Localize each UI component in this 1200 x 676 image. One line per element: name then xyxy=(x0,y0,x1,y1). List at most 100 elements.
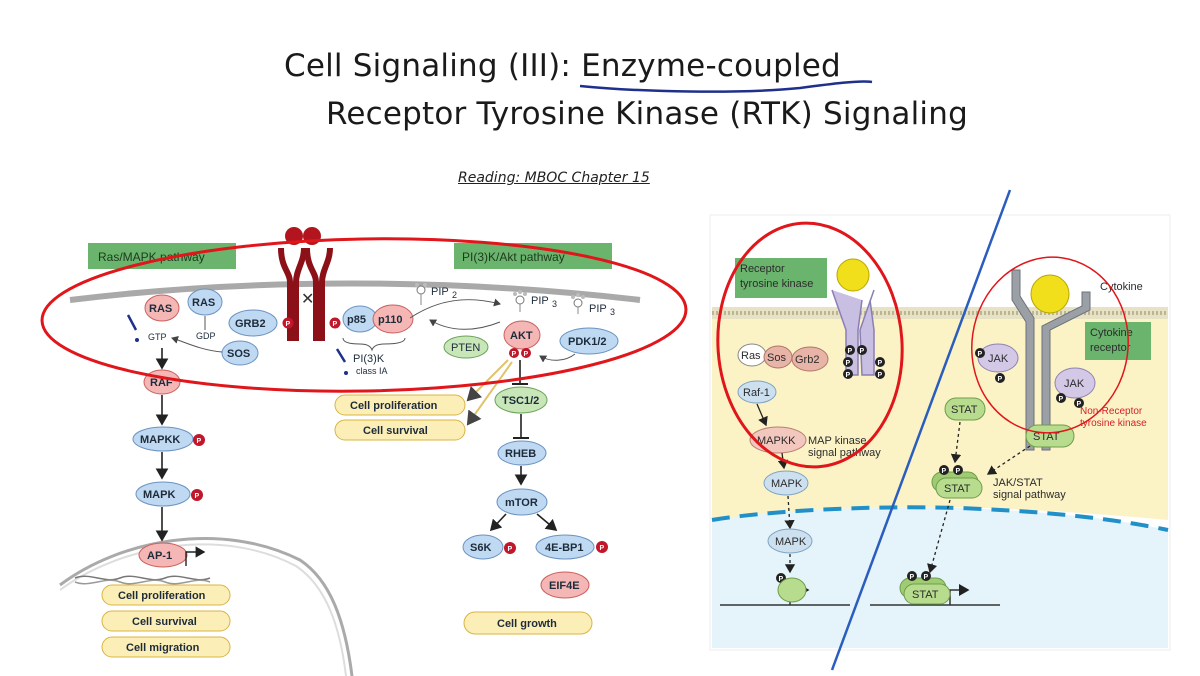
svg-text:Cell survival: Cell survival xyxy=(132,616,197,628)
grb2-node-right xyxy=(791,346,829,372)
svg-text:2: 2 xyxy=(452,290,457,300)
left-pathway-diagram: Ras/MAPK pathway PI(3)K/Akt pathway ✕ P … xyxy=(40,227,688,676)
svg-text:P: P xyxy=(1077,401,1082,408)
svg-text:P: P xyxy=(1059,396,1064,403)
svg-text:tyrosine kinase: tyrosine kinase xyxy=(1080,418,1147,429)
svg-text:P: P xyxy=(956,468,961,475)
rheb-node xyxy=(497,440,547,466)
cytokine-receptor-label-box xyxy=(1085,322,1151,360)
svg-text:4E-BP1: 4E-BP1 xyxy=(545,542,584,554)
svg-text:Sos: Sos xyxy=(767,352,786,364)
ebp1-node xyxy=(535,534,595,560)
jak-left-node xyxy=(977,343,1019,373)
svg-text:PI(3)K: PI(3)K xyxy=(353,353,385,365)
svg-text:PIP: PIP xyxy=(531,295,549,307)
svg-text:P: P xyxy=(978,351,983,358)
svg-text:Cell proliferation: Cell proliferation xyxy=(350,400,438,412)
mapk-node-right xyxy=(763,470,809,496)
svg-text:Cell migration: Cell migration xyxy=(126,642,200,654)
svg-text:PDK1/2: PDK1/2 xyxy=(568,336,607,348)
svg-text:SOS: SOS xyxy=(227,348,250,360)
ras-mapk-pathway-label xyxy=(88,243,236,269)
svg-text:Raf-1: Raf-1 xyxy=(743,387,770,399)
svg-text:P: P xyxy=(197,438,202,445)
akt-outcome-proliferation xyxy=(334,394,466,416)
svg-text:P: P xyxy=(508,546,513,553)
svg-text:P: P xyxy=(942,468,947,475)
svg-text:signal pathway: signal pathway xyxy=(993,489,1066,501)
svg-text:P: P xyxy=(286,321,291,328)
svg-text:Non-Receptor: Non-Receptor xyxy=(1080,406,1143,417)
svg-text:Cytokine: Cytokine xyxy=(1100,281,1143,293)
svg-text:PIP: PIP xyxy=(431,286,449,298)
slide-title-line-2: Receptor Tyrosine Kinase (RTK) Signaling xyxy=(326,96,968,132)
akt-outcome-survival xyxy=(334,419,466,441)
svg-text:Cell proliferation: Cell proliferation xyxy=(118,590,206,602)
handwritten-underline xyxy=(579,80,873,93)
outcome-box-proliferation xyxy=(101,584,231,606)
right-pathway-diagram: Receptor tyrosine kinase P P P P P P Ras… xyxy=(709,189,1171,671)
mtor-outcome-growth xyxy=(463,611,593,635)
svg-text:P: P xyxy=(848,348,853,355)
svg-text:P: P xyxy=(195,493,200,500)
svg-text:STAT: STAT xyxy=(951,404,978,416)
svg-text:MAP kinase: MAP kinase xyxy=(808,435,867,447)
svg-text:Receptor: Receptor xyxy=(740,263,785,275)
ras-gdp-node xyxy=(187,288,223,316)
svg-text:RAS: RAS xyxy=(192,297,215,309)
svg-text:P: P xyxy=(512,351,517,358)
mapk-nuclear-node xyxy=(767,528,813,554)
stat-dimer-node xyxy=(935,477,983,499)
mtor-node xyxy=(496,488,548,516)
svg-text:P: P xyxy=(779,576,784,583)
svg-text:PTEN: PTEN xyxy=(451,342,480,354)
svg-text:3: 3 xyxy=(552,299,557,309)
svg-text:Cytokine: Cytokine xyxy=(1090,327,1133,339)
pten-node xyxy=(443,335,489,359)
svg-text:P: P xyxy=(998,376,1003,383)
svg-text:MAPKK: MAPKK xyxy=(757,435,796,447)
stat-node-1 xyxy=(944,397,986,421)
svg-text:Cell survival: Cell survival xyxy=(363,425,428,437)
svg-text:Grb2: Grb2 xyxy=(795,354,819,366)
svg-text:MAPK: MAPK xyxy=(771,478,803,490)
svg-text:P: P xyxy=(924,574,929,581)
sos-node xyxy=(221,340,259,366)
svg-text:GRB2: GRB2 xyxy=(235,318,266,330)
p110-node xyxy=(372,304,414,334)
red-handdrawn-ellipse-left xyxy=(40,237,688,393)
svg-text:P: P xyxy=(860,348,865,355)
svg-text:MAPK: MAPK xyxy=(143,489,175,501)
svg-text:P: P xyxy=(910,574,915,581)
svg-text:RHEB: RHEB xyxy=(505,448,536,460)
svg-text:P: P xyxy=(846,360,851,367)
outcome-box-migration xyxy=(101,636,231,658)
svg-text:p110: p110 xyxy=(378,314,402,326)
akt-node xyxy=(503,320,541,350)
slide-title-line-1: Cell Signaling (III): Enzyme-coupled xyxy=(284,48,841,84)
jak-right-node xyxy=(1054,367,1096,399)
svg-text:GTP: GTP xyxy=(148,332,167,342)
svg-text:JAK: JAK xyxy=(988,353,1009,365)
svg-text:S6K: S6K xyxy=(470,542,491,554)
svg-text:STAT: STAT xyxy=(944,483,971,495)
svg-text:AP-1: AP-1 xyxy=(147,550,172,562)
reading-reference: Reading: MBOC Chapter 15 xyxy=(458,170,650,186)
svg-text:Ras: Ras xyxy=(741,350,761,362)
pip3-molecule-icon-2: PIP 3 xyxy=(571,293,615,317)
divider-line xyxy=(830,189,1012,671)
svg-text:P: P xyxy=(333,321,338,328)
stat-nuclear-node xyxy=(903,583,951,605)
svg-text:STAT: STAT xyxy=(912,589,939,601)
svg-text:Ras/MAPK pathway: Ras/MAPK pathway xyxy=(98,250,205,264)
pip3-molecule-icon: PIP 3 xyxy=(513,290,557,312)
transcription-factor-right xyxy=(777,577,807,603)
svg-text:MAPKK: MAPKK xyxy=(140,434,180,446)
svg-text:tyrosine kinase: tyrosine kinase xyxy=(740,278,813,290)
pip2-molecule-icon: PIP 2 xyxy=(415,283,457,305)
ras-gtp-node xyxy=(144,294,180,322)
svg-text:JAK: JAK xyxy=(1064,378,1085,390)
outcome-box-survival xyxy=(101,610,231,632)
tsc-node xyxy=(494,386,548,414)
